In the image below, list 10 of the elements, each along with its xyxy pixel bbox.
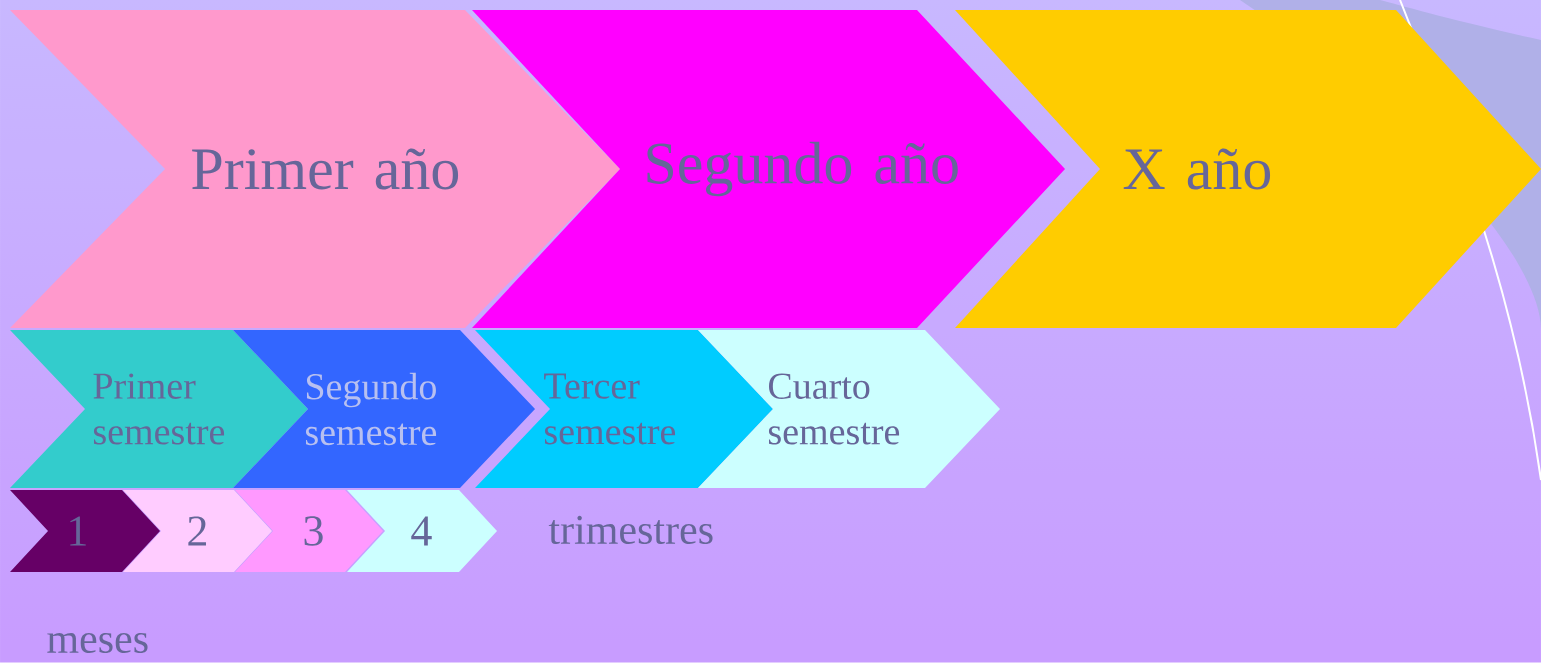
timeline-segment: Cuarto semestre <box>698 330 1000 488</box>
timeline-segment: Primer año <box>10 10 620 328</box>
timeline-segment: 2 <box>123 490 272 572</box>
timeline-segment: Segundo año <box>472 10 1065 328</box>
label: trimestres <box>548 515 713 545</box>
timeline-segment: 1 <box>10 490 160 572</box>
timeline-segment: Segundo semestre <box>233 330 535 488</box>
timeline-segment: 4 <box>347 490 497 572</box>
label: meses <box>47 632 148 654</box>
timeline-segment: 3 <box>235 490 383 572</box>
